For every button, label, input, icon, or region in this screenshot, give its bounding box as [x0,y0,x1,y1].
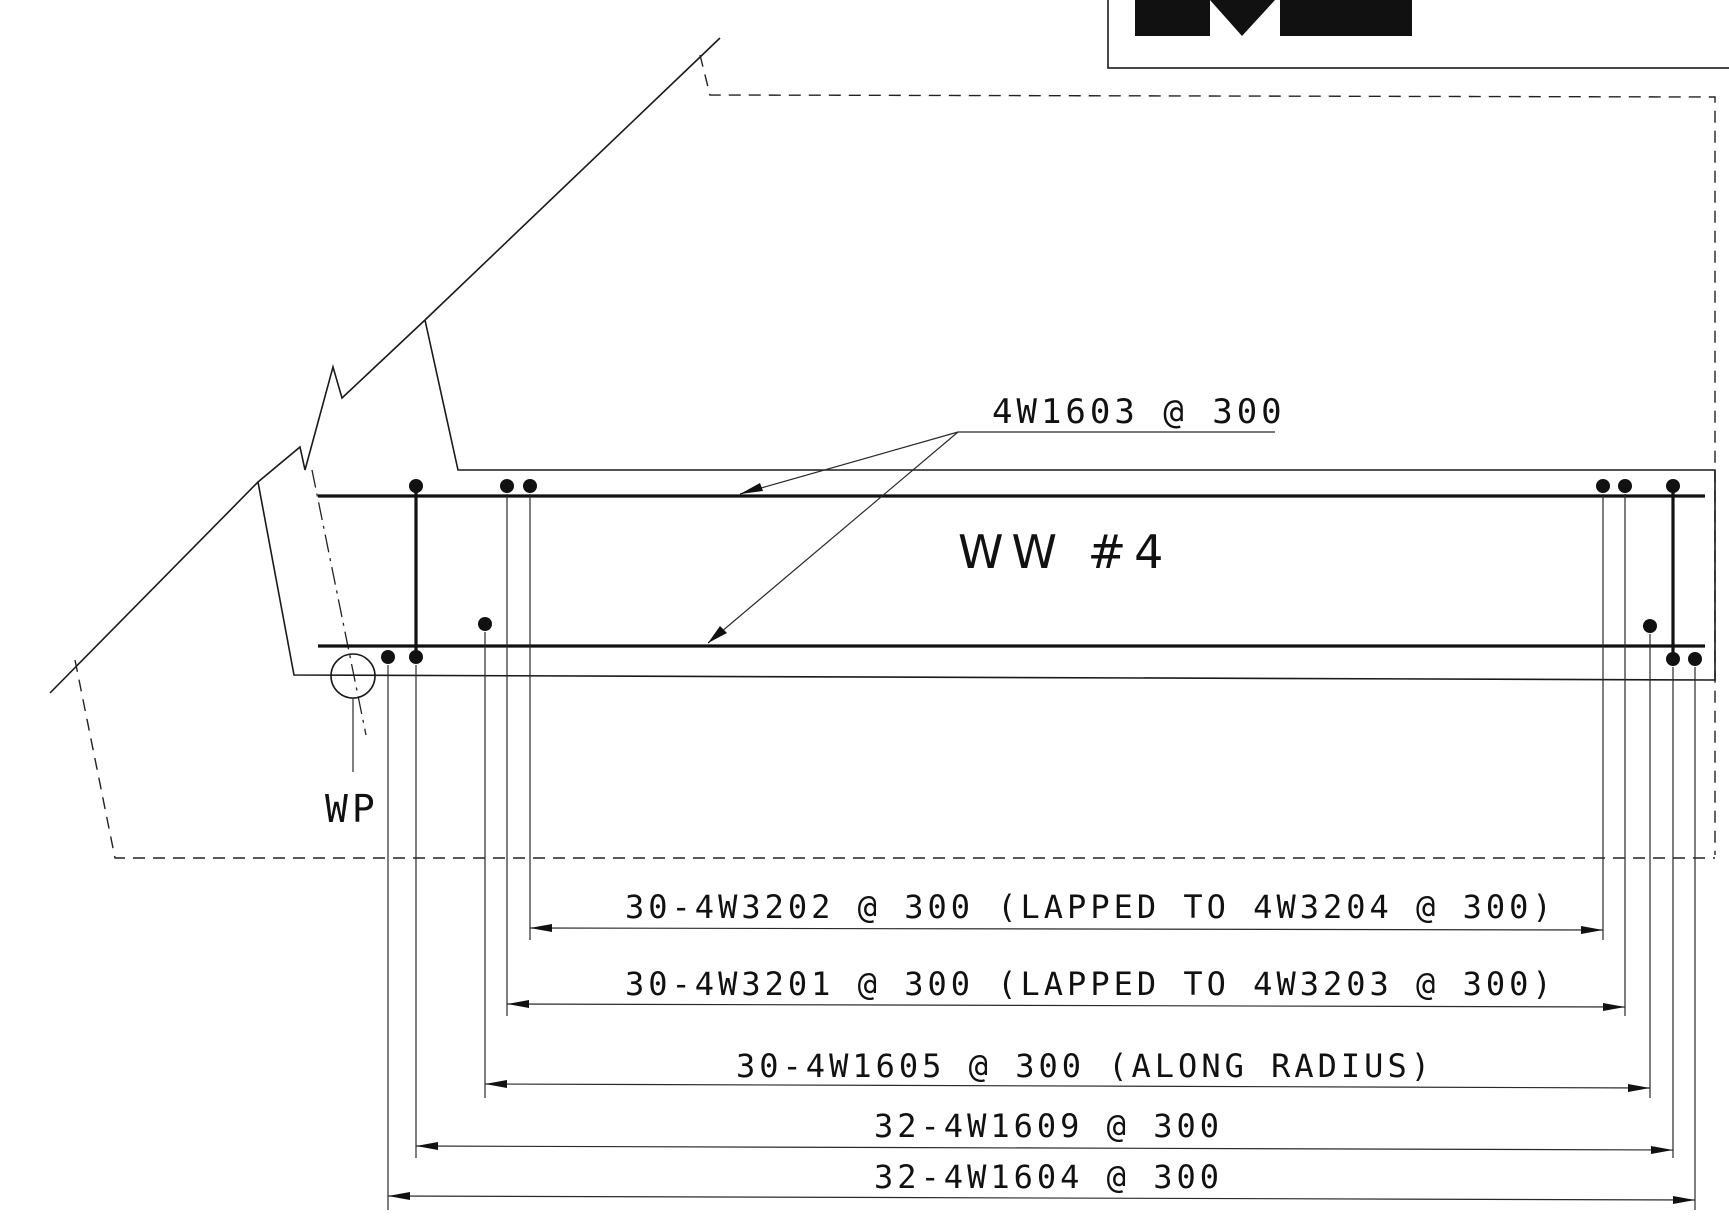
rebar-dot [500,479,514,493]
rebar-dot [409,479,423,493]
extension-lines [387,494,1696,1210]
dim-line-4 [415,1145,1674,1151]
hidden-line-bottom [74,659,1715,859]
rebar-dot [523,479,537,493]
callout-label: 4W1603 @ 300 [992,392,1286,432]
dim-line-3 [484,1083,1651,1089]
title-block-glyph-left [1135,0,1210,36]
callout-leader-top [739,431,959,495]
title-block [1107,0,1729,69]
title-block-glyph-right [1280,0,1412,36]
rebar-dot [409,650,423,664]
title-block-frame [1107,0,1729,69]
dim-label-2: 30-4W3201 @ 300 (LAPPED TO 4W3203 @ 300) [625,965,1556,1003]
rebar-dot [1688,652,1702,666]
rebar-dot [1596,479,1610,493]
dim-label-5: 32-4W1604 @ 300 [874,1158,1223,1196]
rebar-dots [381,479,1702,666]
dim-line-1 [529,927,1604,931]
work-point-centerline [311,469,367,736]
dim-label-4: 32-4W1609 @ 300 [874,1107,1223,1145]
callout-leaders [707,431,1275,644]
slope-upper-line [424,37,721,321]
slope-break-line [49,319,426,694]
hidden-line-top [699,54,1716,855]
dim-label-3: 30-4W1605 @ 300 (ALONG RADIUS) [736,1047,1434,1085]
rebar-dot [381,650,395,664]
wall-id-label: WW #4 [958,525,1171,579]
callout-leader-bottom [707,431,959,644]
dim-line-2 [506,1003,1626,1008]
rebar-dot [1618,479,1632,493]
callout-arrowhead-bottom [708,626,727,643]
rebar-dot [478,617,492,631]
dim-label-1: 30-4W3202 @ 300 (LAPPED TO 4W3204 @ 300) [625,888,1556,926]
wall-outline [257,319,1716,681]
hidden-outline [74,54,1716,859]
rebar-dot [1666,652,1680,666]
callout-arrowhead-top [740,483,763,494]
rebar-dot [1643,619,1657,633]
dim-line-5 [387,1195,1696,1201]
title-block-glyph-middle [1210,0,1275,36]
sloped-edge [49,37,1716,694]
dimension-lines [387,924,1696,1204]
rebar-dot [1666,479,1680,493]
work-point-label: WP [325,787,379,831]
